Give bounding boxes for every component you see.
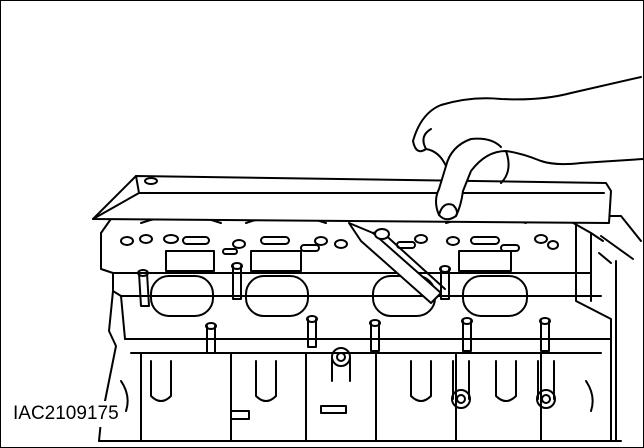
intake-ports	[150, 275, 528, 317]
studs	[137, 262, 551, 354]
straightedge	[92, 175, 612, 224]
hand	[412, 76, 643, 221]
figure-code-label: IAC2109175	[9, 401, 123, 427]
feeler-gauge	[348, 222, 446, 304]
lower-bosses	[120, 347, 594, 420]
